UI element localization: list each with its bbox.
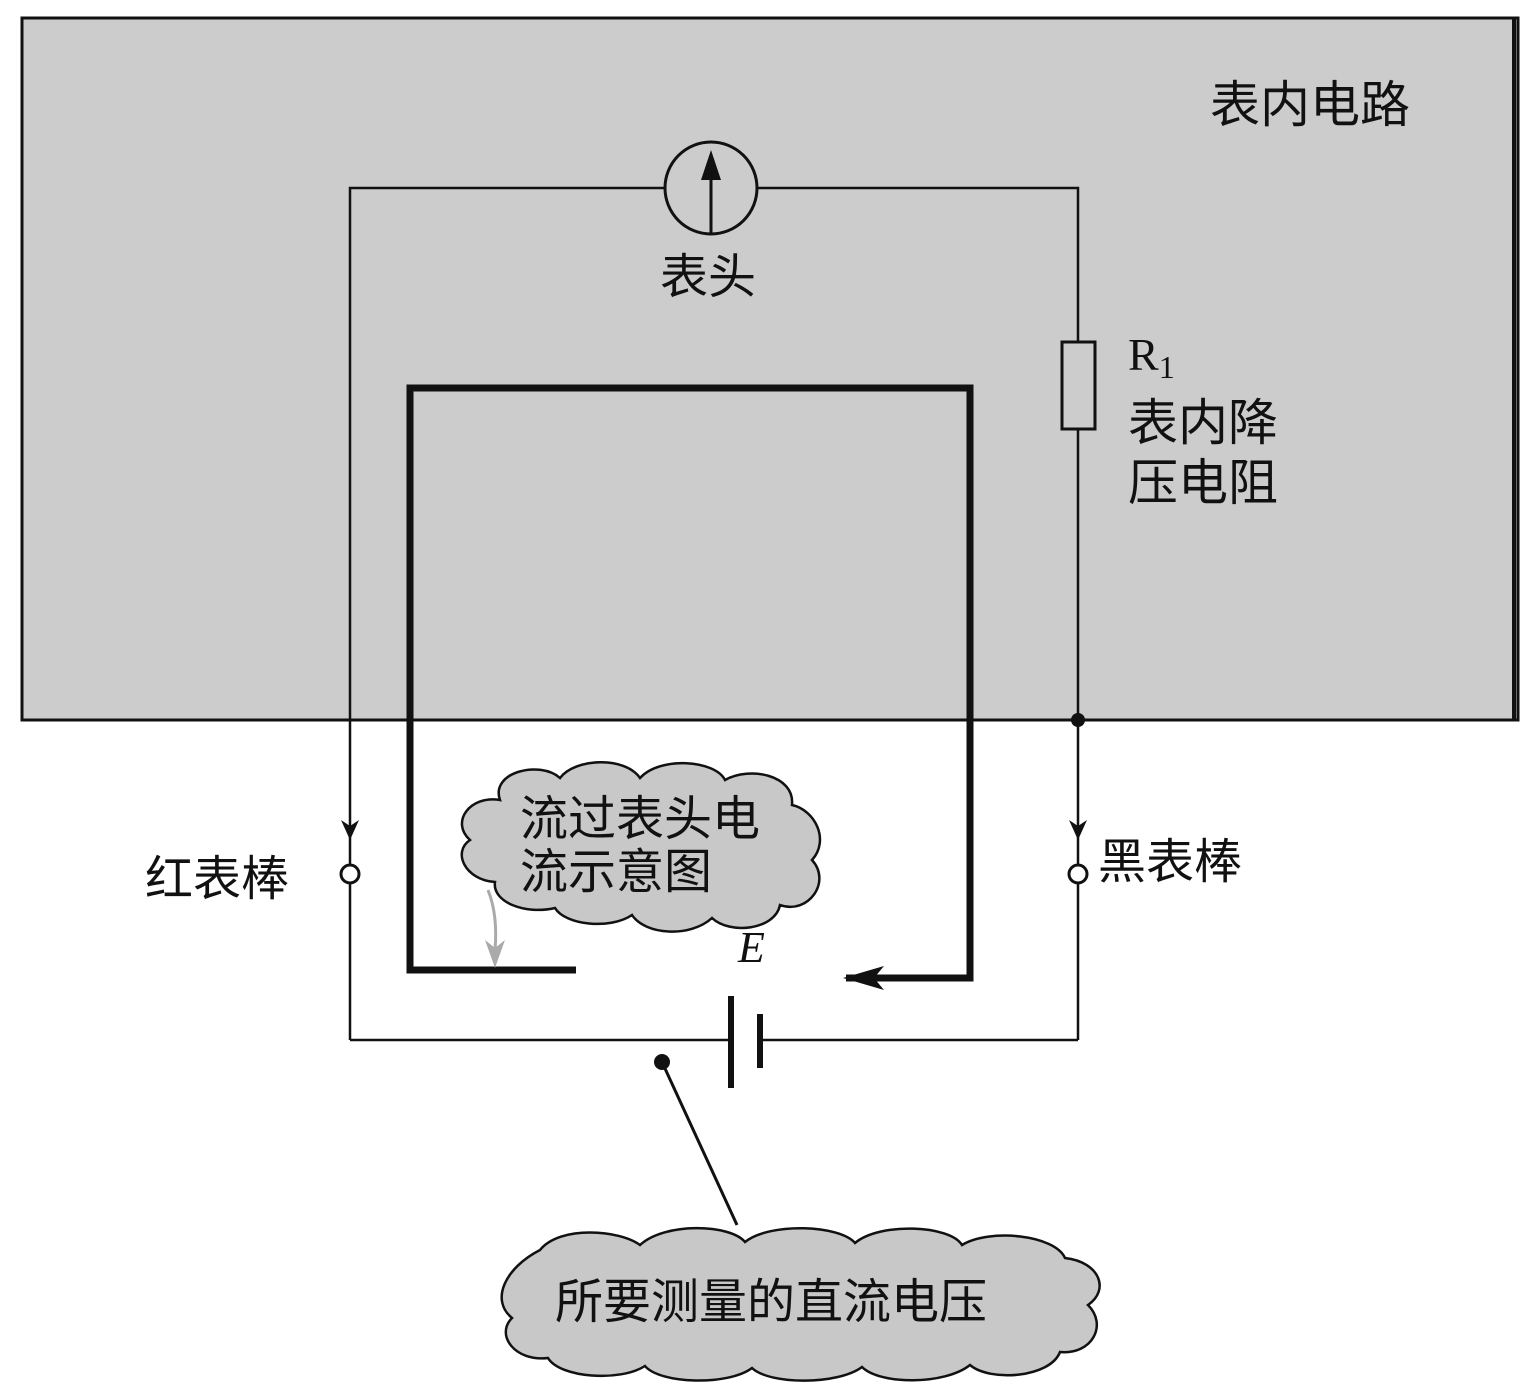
measured-voltage-cloud bbox=[500, 1226, 1101, 1382]
current-note-cloud bbox=[460, 761, 822, 933]
resistor-r1-icon bbox=[1060, 340, 1097, 431]
top-wire bbox=[348, 186, 665, 1040]
current-path bbox=[406, 384, 974, 982]
resistor-desc-line1: 表内降 bbox=[1128, 394, 1278, 452]
resistor-subscript: 1 bbox=[1159, 349, 1175, 385]
current-note-line1: 流过表头电 bbox=[520, 791, 760, 847]
emf-label: E bbox=[737, 923, 765, 972]
red-probe-label: 红表棒 bbox=[145, 851, 289, 907]
resistor-desc-line2: 压电阻 bbox=[1128, 454, 1278, 512]
current-note-pointer bbox=[485, 889, 505, 968]
meter-head-label: 表头 bbox=[660, 249, 756, 305]
red-probe-arrow-icon bbox=[341, 820, 359, 840]
measured-voltage-label: 所要测量的直流电压 bbox=[555, 1274, 987, 1330]
inner-circuit-label: 表内电路 bbox=[1210, 76, 1410, 134]
measure-pointer-line bbox=[660, 1061, 739, 1226]
battery-icon bbox=[728, 996, 763, 1088]
resistor-name: R1 bbox=[1128, 329, 1175, 385]
meter-head-icon bbox=[663, 140, 759, 236]
black-probe-arrow-icon bbox=[1069, 820, 1087, 840]
junction-dot bbox=[1071, 713, 1085, 727]
inner-circuit-panel bbox=[20, 16, 1520, 722]
current-arrow-icon bbox=[843, 966, 884, 990]
red-probe-terminal bbox=[339, 863, 361, 885]
black-probe-label: 黑表棒 bbox=[1098, 834, 1242, 890]
black-probe-terminal bbox=[1067, 863, 1089, 885]
current-note-line2: 流示意图 bbox=[520, 844, 712, 900]
top-wire-right bbox=[757, 186, 1080, 342]
